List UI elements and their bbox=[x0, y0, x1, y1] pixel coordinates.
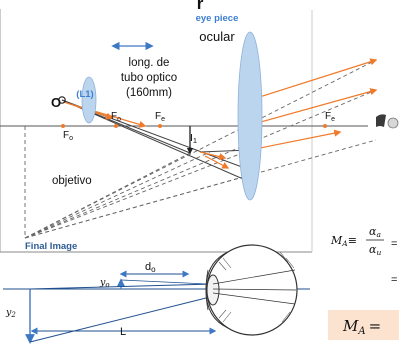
objective-lens bbox=[82, 77, 96, 123]
formula-equals-1: = bbox=[391, 238, 397, 250]
y2-label: y2 bbox=[5, 307, 16, 319]
title-fragment: r bbox=[197, 0, 204, 13]
fo-left-label: Fo bbox=[63, 130, 73, 142]
fe-dot-right bbox=[323, 124, 327, 128]
formula-denominator: αu bbox=[369, 243, 381, 257]
fe-right-label: Fe bbox=[325, 111, 335, 123]
formula-numerator: αa bbox=[369, 225, 381, 239]
object-label: O bbox=[51, 95, 61, 110]
L-label: L bbox=[120, 326, 126, 338]
objetivo-label: objetivo bbox=[52, 175, 92, 187]
tube-length-line-3: (160mm) bbox=[126, 87, 172, 99]
result-MA: MA= bbox=[342, 317, 381, 337]
formula-MA: MA≡ bbox=[330, 234, 357, 248]
tube-length-line-2: tubo optico bbox=[121, 72, 177, 84]
angular-magnification-formula: MA≡ αa αu = = MA= bbox=[328, 225, 399, 340]
eye-lens bbox=[206, 274, 220, 306]
fe-left-label: Fe bbox=[155, 111, 165, 123]
do-label: do bbox=[145, 261, 156, 274]
fo-dot-left bbox=[61, 124, 65, 128]
image1-label: I1 bbox=[190, 132, 197, 145]
result-box bbox=[328, 310, 399, 340]
fo-dot-right bbox=[114, 124, 118, 128]
virtual-rays bbox=[24, 59, 377, 239]
objective-lens-label: (L1) bbox=[76, 89, 93, 100]
yo-label: yo bbox=[99, 277, 110, 289]
fo-right-label: Fo bbox=[111, 111, 121, 123]
formula-equals-2: = bbox=[391, 274, 397, 286]
clipped-emblem bbox=[376, 114, 399, 129]
tube-length-line-1: long. de bbox=[129, 57, 170, 69]
eye-diagram: yo do y2 L bbox=[3, 244, 310, 344]
fe-dot-left bbox=[158, 124, 162, 128]
ocular-label: ocular bbox=[199, 29, 235, 44]
eye-piece-label: eye piece bbox=[196, 13, 239, 24]
object-point bbox=[58, 96, 66, 104]
eyepiece-lens bbox=[238, 32, 262, 200]
final-image-label: Final Image bbox=[25, 241, 77, 252]
